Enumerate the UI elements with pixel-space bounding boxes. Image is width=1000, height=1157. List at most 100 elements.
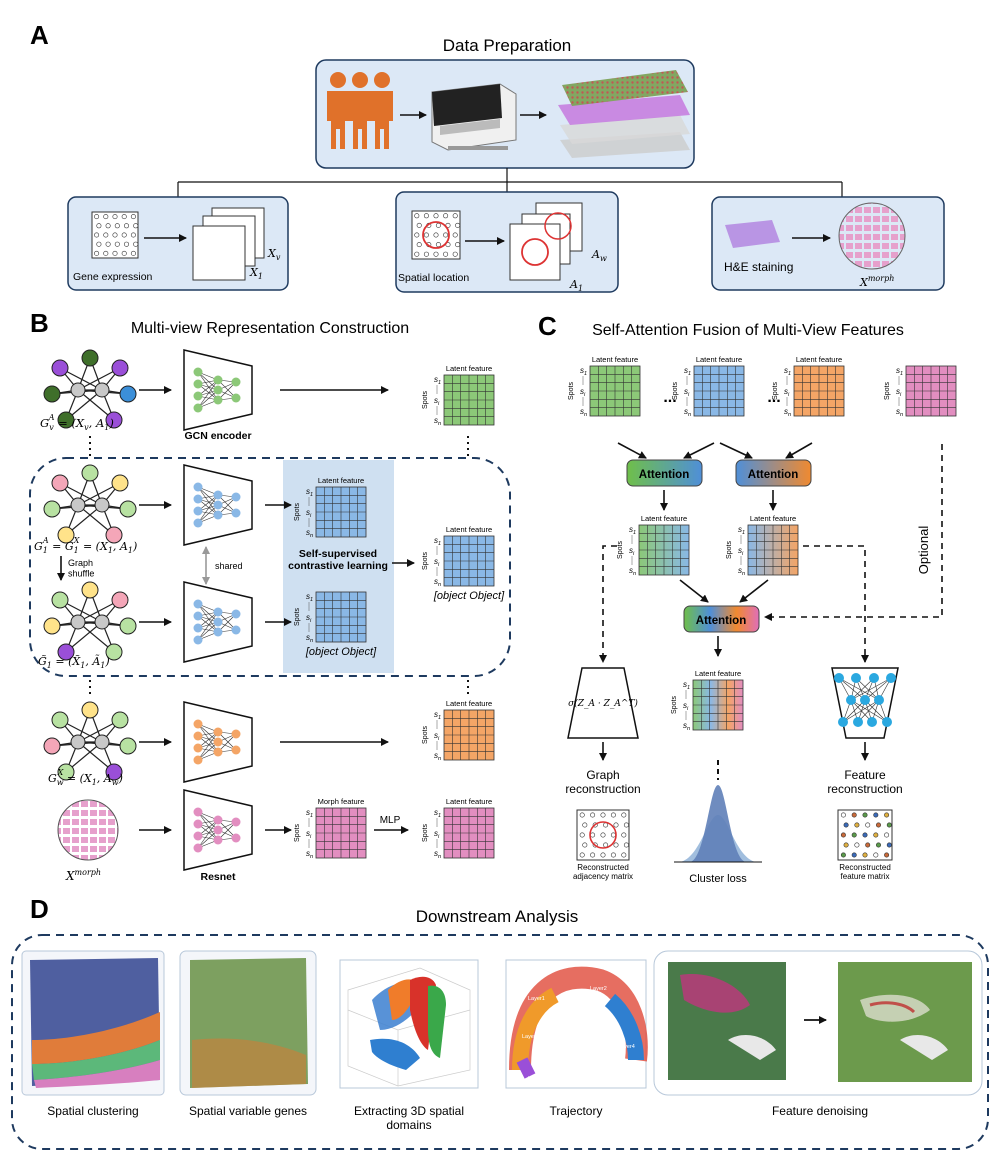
svg-text:Spots: Spots — [294, 824, 301, 842]
svg-text:Trajectory: Trajectory — [550, 1104, 603, 1118]
encoder-neg-icon — [183, 581, 253, 663]
panel-d-title: Downstream Analysis — [416, 907, 579, 926]
svg-text:Spots: Spots — [422, 552, 429, 570]
svg-text:si: si — [306, 508, 312, 519]
svg-text:Extracting 3D spatial: Extracting 3D spatial — [354, 1104, 464, 1118]
gene-expression-label: Gene expression — [73, 271, 153, 283]
svg-text:si: si — [306, 613, 312, 624]
svg-text:sn: sn — [434, 751, 441, 762]
svg-text:Latent feature: Latent feature — [750, 514, 796, 523]
svg-text:Spots: Spots — [422, 391, 429, 409]
resnet-label: Resnet — [200, 871, 236, 883]
spatial-location-label: Spatial location — [398, 272, 469, 284]
svg-text:Latent feature: Latent feature — [446, 525, 492, 534]
sequencer-icon — [431, 83, 517, 151]
panel-a: A Data Preparation Gene expression X — [30, 20, 945, 293]
graph-decoder-icon — [567, 667, 639, 739]
svg-text:si: si — [434, 396, 440, 407]
svg-text:Spots: Spots — [672, 382, 679, 400]
svg-text:sn: sn — [738, 566, 745, 577]
he-staining-label: H&E staining — [724, 260, 793, 274]
svg-text:[object Object]: [object Object] — [305, 646, 377, 658]
people-icon — [327, 72, 393, 149]
panel-b: B Multi-view Representation Construction… — [29, 308, 511, 883]
encoder-pos-icon — [183, 464, 253, 546]
cluster-loss-peak-curve — [690, 785, 746, 862]
svg-text:Latent feature: Latent feature — [318, 476, 364, 485]
svg-text:Spots: Spots — [617, 541, 624, 559]
panel-d-letter: D — [30, 894, 49, 924]
svg-text:Latent feature: Latent feature — [446, 364, 492, 373]
svg-text:domains: domains — [386, 1118, 431, 1132]
svg-text:Latent feature: Latent feature — [695, 669, 741, 678]
svg-text:Latent feature: Latent feature — [446, 797, 492, 806]
svg-text:Spots: Spots — [671, 696, 678, 714]
gene-expression-grid — [91, 211, 139, 259]
svg-text:Spatial variable genes: Spatial variable genes — [189, 1104, 307, 1118]
svg-text:s1: s1 — [629, 525, 636, 536]
svg-text:Layer4: Layer4 — [618, 1044, 635, 1050]
attention-label-x: Attention — [748, 469, 798, 481]
he-patches-icon — [838, 202, 906, 270]
panel-c-letter: C — [538, 311, 557, 341]
panel-c: C Self-Attention Fusion of Multi-View Fe… — [538, 311, 957, 885]
panel-b-title: Multi-view Representation Construction — [131, 320, 409, 337]
svg-text:s1: s1 — [306, 808, 313, 819]
svg-text:sn: sn — [684, 407, 691, 418]
optional-label: Optional — [916, 526, 931, 575]
svg-text:Spots: Spots — [422, 824, 429, 842]
svg-text:sn: sn — [434, 416, 441, 427]
svg-text:s1: s1 — [434, 710, 441, 721]
svg-text:si: si — [683, 701, 689, 712]
svg-text:s1: s1 — [896, 366, 903, 377]
spatial-clustering-image — [30, 958, 160, 1088]
svg-text:sn: sn — [580, 407, 587, 418]
graph-g-tilde — [43, 581, 137, 661]
panel-c-title: Self-Attention Fusion of Multi-View Feat… — [592, 322, 904, 339]
svg-text:s1: s1 — [738, 525, 745, 536]
3d-domains-points — [370, 976, 446, 1070]
svg-text:s1: s1 — [434, 536, 441, 547]
svg-text:si: si — [434, 829, 440, 840]
svg-text:Feature denoising: Feature denoising — [772, 1104, 868, 1118]
svg-text:sn: sn — [306, 528, 313, 539]
svg-text:s1: s1 — [306, 487, 313, 498]
tissue-slices-icon — [558, 70, 690, 158]
svg-text:si: si — [738, 546, 744, 557]
resnet-icon — [183, 789, 253, 871]
svg-text:Latent feature: Latent feature — [796, 355, 842, 364]
svg-text:Spatial clustering: Spatial clustering — [47, 1104, 138, 1118]
svg-text:Latent feature: Latent feature — [446, 699, 492, 708]
cluster-loss-label: Cluster loss — [689, 873, 747, 885]
attention-label-fusion: Attention — [696, 615, 746, 627]
svg-text:sn: sn — [434, 577, 441, 588]
svg-text:Latent feature: Latent feature — [696, 355, 742, 364]
xmorph-label-b: Xmorph — [65, 868, 101, 883]
svg-text:Spots: Spots — [726, 541, 733, 559]
attention-button-fusion — [683, 605, 760, 633]
g1-label: G1A = G1X = (X1, A1) — [34, 536, 137, 555]
optional-path — [764, 444, 943, 621]
he-tissue-icon — [725, 220, 780, 248]
svg-text:Layer2: Layer2 — [590, 986, 607, 992]
xmorph-patches-icon — [57, 799, 119, 861]
svg-text:Spots: Spots — [884, 382, 891, 400]
gene-expression-stack — [192, 207, 265, 281]
downstream-dashed-box — [11, 934, 989, 1150]
downstream-labels: Spatial clustering Spatial variable genes… — [47, 1104, 868, 1132]
mlp-label: MLP — [380, 815, 401, 826]
svg-text:Layer1: Layer1 — [528, 996, 545, 1002]
